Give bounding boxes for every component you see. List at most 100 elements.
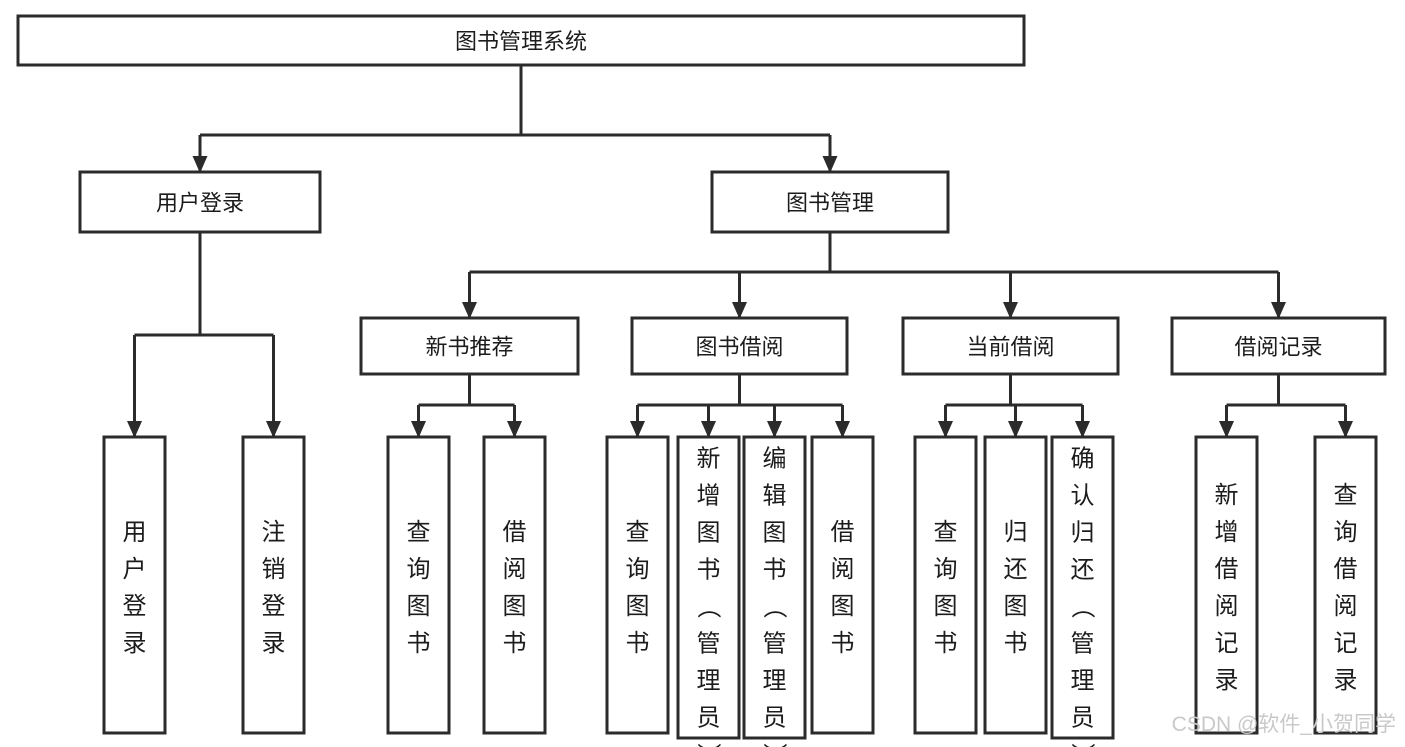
connector-lines-group: [127, 65, 1353, 438]
node-label-char: 确: [1071, 446, 1095, 473]
node-label-char: 员: [763, 705, 787, 732]
node-book-manage[interactable]: 图书管理: [710, 170, 950, 234]
node-box-bb-add-book[interactable]: [676, 435, 741, 740]
node-box-root[interactable]: [16, 14, 1026, 67]
node-label-char: 询: [1334, 519, 1358, 546]
arrow-icon-cb-return-book: [1008, 421, 1023, 438]
node-label-char: 录: [262, 630, 286, 657]
node-label-char: 借: [831, 519, 855, 546]
node-label-char: 书: [407, 630, 431, 657]
node-label-char: 书: [831, 630, 855, 657]
arrow-icon-bb-add-book: [701, 421, 716, 438]
node-label-char: 借: [1334, 556, 1358, 583]
arrow-icon-user-login: [192, 156, 208, 173]
node-label-char: 记: [1215, 630, 1239, 657]
node-box-bb-query-book[interactable]: [605, 435, 670, 735]
arrow-icon-nb-borrow-book: [507, 421, 522, 438]
node-label-char: 户: [123, 556, 147, 583]
node-box-cb-query-book[interactable]: [913, 435, 978, 735]
node-box-new-book-rec[interactable]: [359, 316, 580, 376]
nodes-group: 图书管理系统用户登录图书管理新书推荐图书借阅当前借阅借阅记录用户登录注销登录查询…: [16, 14, 1387, 747]
node-label-char: 书: [1004, 630, 1028, 657]
node-label-user-login: 用户登录: [156, 191, 244, 216]
node-root[interactable]: 图书管理系统: [16, 14, 1026, 67]
node-book-borrow[interactable]: 图书借阅: [630, 316, 849, 376]
node-label-char: 借: [503, 519, 527, 546]
node-label-char: 登: [262, 593, 286, 620]
node-label-char: 阅: [1334, 593, 1358, 620]
node-label-char: （: [1069, 595, 1096, 619]
node-label-char: （: [695, 595, 722, 619]
node-label-char: 录: [1215, 667, 1239, 694]
node-label-char: 登: [123, 593, 147, 620]
node-label-char: （: [761, 595, 788, 619]
node-leaf-user-login[interactable]: 用户登录: [102, 435, 167, 735]
node-box-br-query-record[interactable]: [1313, 435, 1378, 735]
node-label-char: 书: [503, 630, 527, 657]
arrow-icon-bb-edit-book: [767, 421, 782, 438]
node-box-book-manage[interactable]: [710, 170, 950, 234]
node-label-char: 管: [1071, 631, 1095, 658]
arrow-icon-book-manage: [822, 156, 838, 173]
node-label-char: 阅: [1215, 593, 1239, 620]
node-box-bb-edit-book[interactable]: [742, 435, 807, 740]
node-label-char: 员: [697, 705, 721, 732]
node-label-char: 阅: [831, 556, 855, 583]
node-box-borrow-record[interactable]: [1170, 316, 1387, 376]
node-label-book-borrow: 图书借阅: [695, 335, 783, 360]
node-label-root: 图书管理系统: [455, 29, 587, 54]
arrow-icon-br-add-record: [1219, 421, 1234, 438]
node-box-bb-borrow-book[interactable]: [810, 435, 875, 735]
node-label-char: 书: [934, 630, 958, 657]
node-label-char: 新: [697, 446, 721, 473]
node-borrow-record[interactable]: 借阅记录: [1170, 316, 1387, 376]
node-label-char: ）: [695, 743, 722, 747]
node-box-current-borrow[interactable]: [901, 316, 1120, 376]
node-label-char: 还: [1004, 556, 1028, 583]
node-label-book-manage: 图书管理: [786, 191, 874, 216]
arrow-icon-new-book-rec: [462, 302, 477, 319]
node-label-char: 图: [697, 520, 721, 547]
node-box-cb-return-book[interactable]: [983, 435, 1048, 735]
node-label-char: 查: [407, 519, 431, 546]
node-label-char: 理: [763, 668, 787, 695]
node-label-char: 增: [697, 483, 721, 510]
node-label-char: 录: [123, 630, 147, 657]
node-label-char: 书: [697, 557, 721, 584]
arrow-icon-cb-query-book: [938, 421, 953, 438]
arrow-icon-book-borrow: [732, 302, 747, 319]
node-box-user-login[interactable]: [78, 170, 322, 234]
node-label-char: 借: [1215, 556, 1239, 583]
node-label-char: 理: [1071, 668, 1095, 695]
node-box-leaf-user-login[interactable]: [102, 435, 167, 735]
arrow-icon-leaf-user-logout: [266, 421, 281, 438]
node-label-char: 用: [123, 519, 147, 546]
node-label-char: 查: [1334, 482, 1358, 509]
node-box-nb-borrow-book[interactable]: [482, 435, 547, 735]
node-box-book-borrow[interactable]: [630, 316, 849, 376]
node-box-nb-query-book[interactable]: [386, 435, 451, 735]
node-label-char: 查: [626, 519, 650, 546]
node-box-cb-confirm-return[interactable]: [1050, 435, 1115, 740]
node-box-br-add-record[interactable]: [1194, 435, 1259, 735]
node-label-char: 注: [262, 519, 286, 546]
node-label-borrow-record: 借阅记录: [1234, 335, 1322, 360]
node-label-current-borrow: 当前借阅: [966, 335, 1054, 360]
node-current-borrow[interactable]: 当前借阅: [901, 316, 1120, 376]
node-new-book-rec[interactable]: 新书推荐: [359, 316, 580, 376]
node-box-leaf-user-logout[interactable]: [241, 435, 306, 735]
node-user-login[interactable]: 用户登录: [78, 170, 322, 234]
